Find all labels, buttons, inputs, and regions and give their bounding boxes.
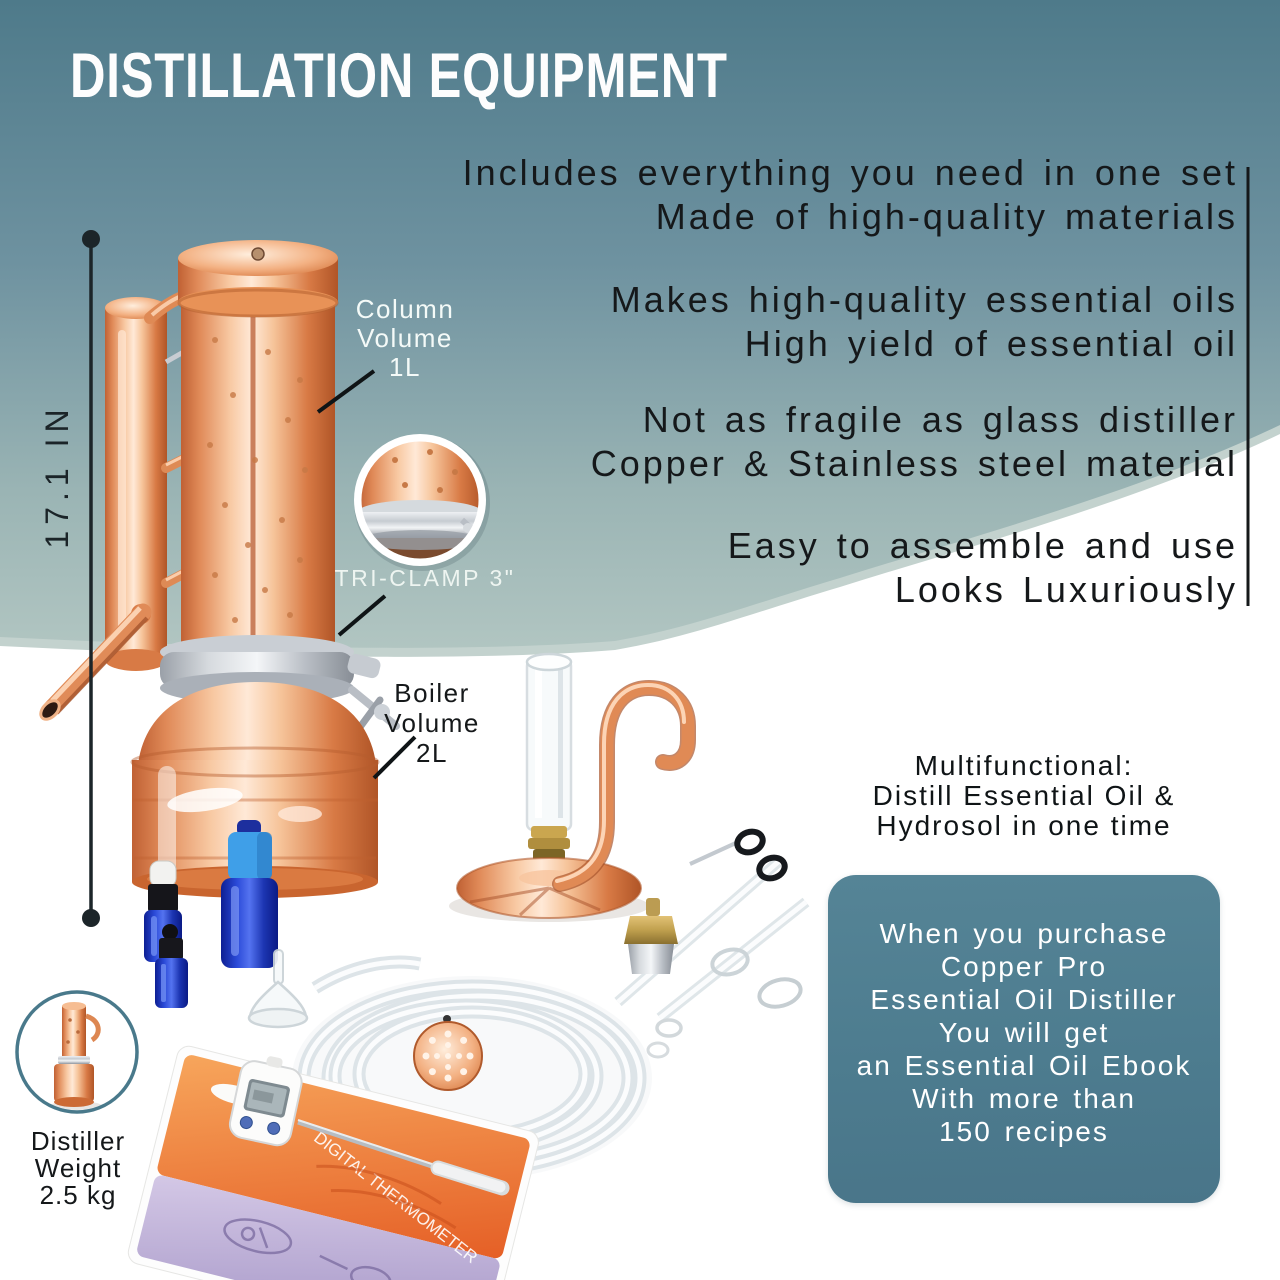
column-volume-annotation: Column Volume 1L	[352, 295, 458, 382]
note-line: Multifunctional:	[914, 750, 1134, 781]
annotation-line: 2L	[416, 738, 448, 768]
annotation-line: Boiler	[394, 678, 470, 708]
bullet-paragraph-2: Makes high-quality essential oils High y…	[611, 278, 1238, 366]
page-title: DISTILLATION EQUIPMENT	[70, 41, 728, 111]
outlet-pipe	[39, 603, 152, 721]
promo-line: You will get	[938, 1017, 1110, 1048]
copper-sieve-disc	[413, 1015, 483, 1091]
promo-line: an Essential Oil Ebook	[856, 1050, 1192, 1081]
note-line: Distill Essential Oil &	[872, 780, 1176, 811]
mini-distiller	[50, 1002, 102, 1110]
measure-dot-bottom	[82, 909, 100, 927]
bullet-paragraph-3: Not as fragile as glass distiller Copper…	[591, 398, 1238, 486]
annotation-line: 1L	[389, 352, 421, 382]
bullet-line: Easy to assemble and use	[727, 525, 1238, 566]
annotation-line: Distiller	[30, 1126, 126, 1156]
bullet-line: Looks Luxuriously	[894, 569, 1238, 610]
boiler-pointer-line	[372, 735, 417, 780]
lid-knob	[251, 247, 265, 261]
height-annotation: 17.1 IN	[39, 403, 75, 549]
silver-pin	[689, 840, 739, 866]
pipe-mouth	[39, 699, 61, 721]
black-o-rings	[734, 828, 788, 882]
promo-line: Essential Oil Distiller	[870, 984, 1178, 1015]
promo-line: When you purchase	[879, 918, 1169, 949]
boiler-volume-annotation: Boiler Volume 2L	[376, 678, 488, 768]
annotation-line: Volume	[357, 323, 453, 353]
dropper-bottle-large	[221, 820, 278, 968]
triclamp-inset-circle	[354, 434, 490, 571]
measure-dot-top	[82, 230, 100, 248]
dropper-bottle-small	[155, 924, 188, 1008]
bullet-paragraph-1: Includes everything you need in one set …	[463, 151, 1238, 239]
promo-line: 150 recipes	[939, 1116, 1109, 1147]
bullet-line: Copper & Stainless steel material	[590, 443, 1238, 484]
triclamp-annotation: TRI-CLAMP 3"	[334, 565, 516, 591]
glass-funnel	[247, 949, 309, 1029]
annotation-line: Volume	[384, 708, 480, 738]
annotation-line: Weight	[34, 1153, 122, 1183]
thermometer-probe	[297, 1119, 510, 1196]
multifunctional-note: Multifunctional: Distill Essential Oil &…	[818, 751, 1230, 841]
promo-box: When you purchase Copper Pro Essential O…	[828, 875, 1220, 1203]
copper-hook-tube	[552, 679, 696, 892]
condenser-highlight	[118, 330, 126, 645]
annotation-line: 2.5 kg	[39, 1180, 117, 1210]
note-line: Hydrosol in one time	[876, 810, 1172, 841]
instruction-panel	[137, 1175, 500, 1280]
column-pointer-line	[316, 369, 376, 414]
glass-tube	[525, 658, 573, 832]
bullet-line: High yield of essential oil	[744, 323, 1238, 364]
promo-text: When you purchase Copper Pro Essential O…	[828, 875, 1220, 1148]
distillation-column	[177, 240, 339, 652]
bullet-line: Made of high-quality materials	[655, 196, 1238, 237]
brass-fitting	[531, 826, 567, 838]
clamp-lug	[347, 653, 381, 679]
height-measure-line	[82, 230, 100, 927]
bullet-line: Not as fragile as glass distiller	[642, 399, 1238, 440]
weight-inset-circle	[15, 990, 139, 1114]
brass-union-fitting	[624, 898, 678, 974]
hammered-dots	[207, 337, 308, 623]
triclamp-pointer-line	[337, 594, 387, 637]
promo-line: With more than	[912, 1083, 1136, 1114]
digital-thermometer	[228, 1056, 303, 1147]
bullet-line: Makes high-quality essential oils	[610, 279, 1238, 320]
instruction-diagrams	[223, 1218, 392, 1280]
annotation-line: Column	[355, 294, 455, 324]
sieve-holes	[422, 1030, 474, 1082]
bullet-line: Includes everything you need in one set	[462, 152, 1238, 193]
promo-line: Copper Pro	[940, 951, 1108, 982]
specular-highlight	[167, 787, 243, 813]
clear-o-rings	[646, 947, 803, 1059]
spare-glass-tubes	[614, 840, 810, 1023]
dropper-bulb	[149, 860, 177, 888]
bullet-paragraph-4: Easy to assemble and use Looks Luxurious…	[728, 524, 1238, 612]
distiller-weight-annotation: Distiller Weight 2.5 kg	[2, 1128, 154, 1209]
